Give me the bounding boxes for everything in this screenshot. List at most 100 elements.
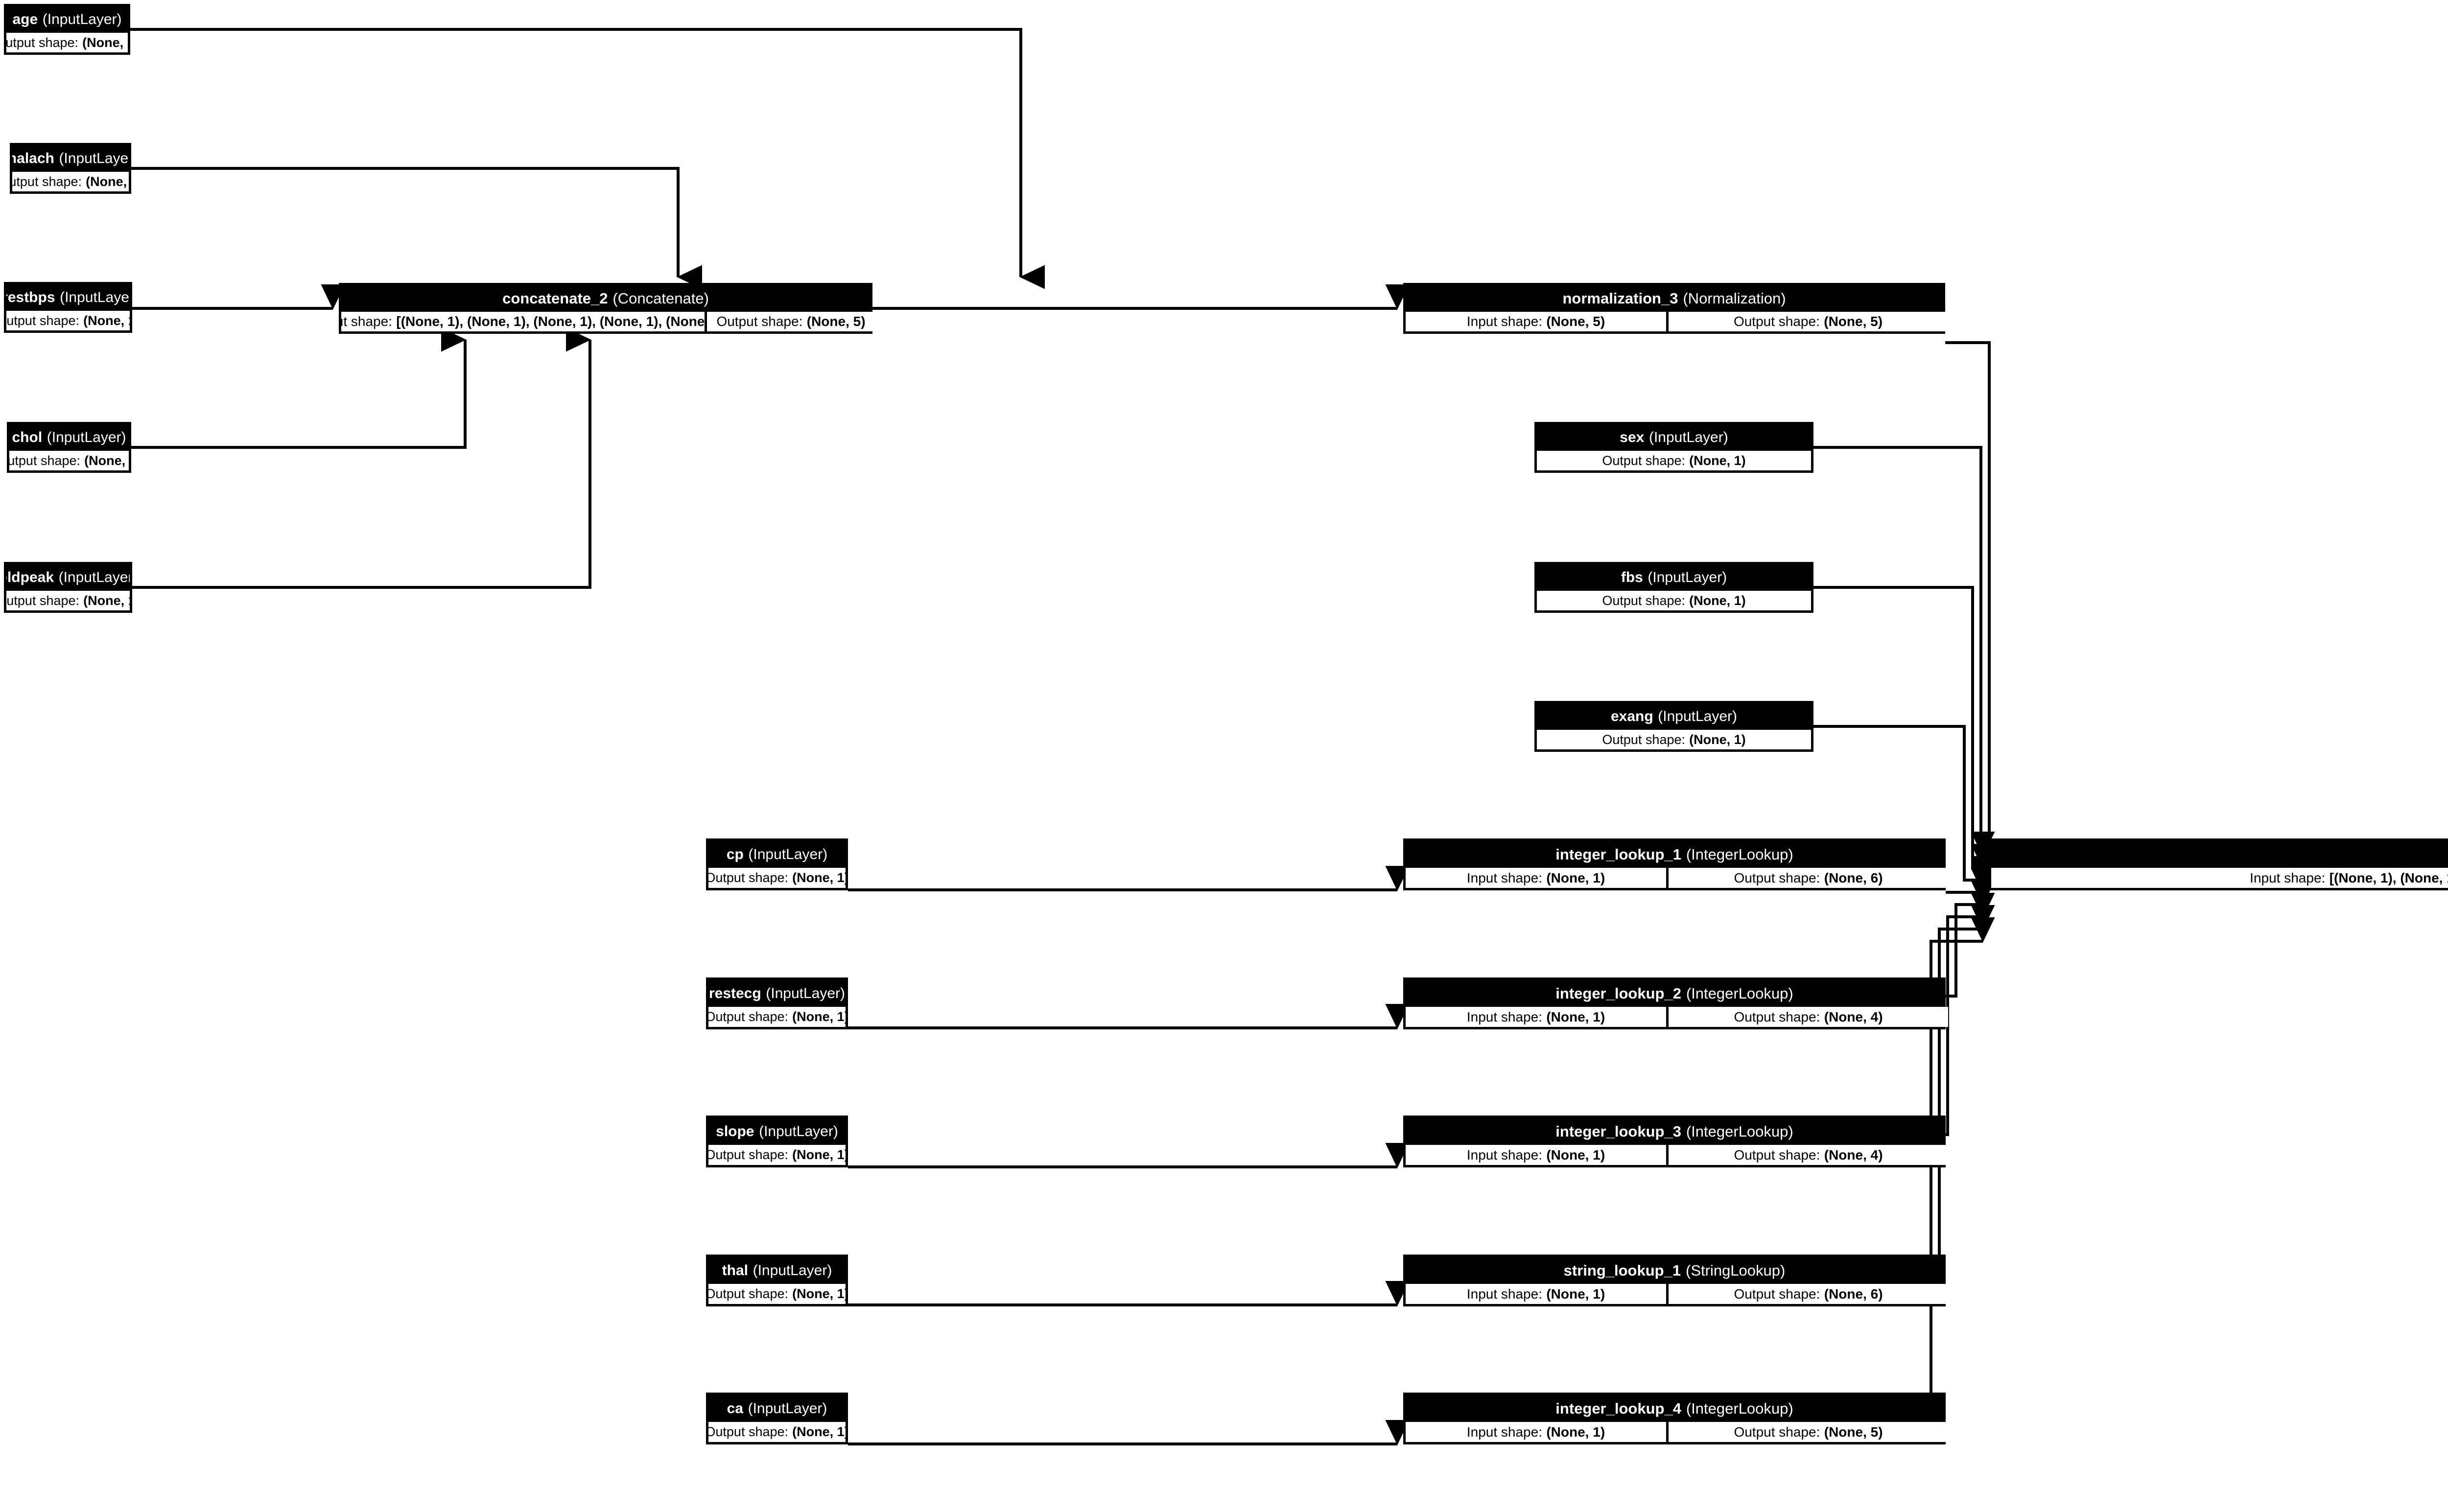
shape-label: Output shape: — [708, 1147, 789, 1162]
shape-label: Output shape: — [6, 313, 80, 328]
node-integer_lookup_2[interactable]: integer_lookup_2(IntegerLookup)Input sha… — [1403, 977, 1948, 1029]
layer-type-integer_lookup_4: (IntegerLookup) — [1686, 1399, 1793, 1417]
shape-value: (None, 1) — [792, 1286, 846, 1301]
layer-name-cp: cp — [726, 846, 744, 862]
node-header-chol: chol(InputLayer) — [9, 424, 129, 451]
node-body-concatenate_2: Input shape:[(None, 1), (None, 1), (None… — [341, 312, 875, 331]
node-normalization_3[interactable]: normalization_3 (Normalization) Input shap… — [1403, 283, 1948, 334]
shape-cell-integer_lookup_4-0: Input shape:(None, 1) — [1406, 1422, 1666, 1442]
node-header-thal: thal(InputLayer) — [708, 1257, 846, 1284]
shape-label: Output shape: — [708, 1424, 789, 1439]
node-exang[interactable]: exang(InputLayer)Output shape:(None, 1) — [1534, 701, 1813, 752]
shape-label: Input shape: — [1466, 1424, 1542, 1440]
shape-label: Output shape: — [1734, 1424, 1820, 1440]
node-header-string_lookup_1: string_lookup_1(StringLookup) — [1406, 1257, 1943, 1284]
shape-label: Input shape: — [2250, 870, 2326, 885]
node-header-concatenate_3: concatenate_3(Concatenate) — [1991, 841, 2448, 868]
shape-cell-thalach-0: Output shape:(None, 1) — [12, 172, 129, 191]
layer-name-ca: ca — [727, 1400, 744, 1417]
layer-type-oldpeak: (InputLayer) — [58, 569, 130, 585]
node-trestbps[interactable]: trestbps(InputLayer)Output shape:(None, … — [4, 282, 132, 333]
node-chol[interactable]: chol(InputLayer)Output shape:(None, 1) — [7, 422, 131, 473]
layer-name-slope: slope — [716, 1123, 754, 1140]
shape-cell-integer_lookup_3-1: Output shape:(None, 4) — [1666, 1145, 1948, 1165]
shape-label: Output shape: — [6, 35, 79, 50]
node-thal[interactable]: thal(InputLayer) Output shape:(None, 1) — [706, 1255, 848, 1306]
shape-cell-age-0: Output shape:(None, 1) — [6, 33, 128, 52]
shape-label: Input shape: — [1466, 1009, 1542, 1024]
node-concatenate_2[interactable]: concatenate_2(Concatenate)Input shape:[(… — [339, 283, 875, 334]
layer-name-restecg: restecg — [708, 985, 761, 1001]
node-body-string_lookup_1: Input shape:(None, 1)Output shape:(None,… — [1406, 1284, 1948, 1304]
shape-value: (None, 1) — [1546, 870, 1605, 885]
node-header-concatenate_2: concatenate_2(Concatenate) — [341, 285, 870, 312]
node-header-integer_lookup_2: integer_lookup_2(IntegerLookup) — [1406, 980, 1943, 1007]
layer-name-thal: thal — [722, 1262, 748, 1279]
shape-label: Output shape: — [9, 453, 81, 468]
node-header-ca: ca(InputLayer) — [708, 1395, 846, 1422]
layer-type-integer_lookup_3: (IntegerLookup) — [1686, 1122, 1793, 1140]
shape-value: (None, 1) — [1546, 1147, 1605, 1163]
node-ca[interactable]: ca(InputLayer)Output shape:(None, 1) — [706, 1393, 848, 1444]
layer-name-concatenate_2: concatenate_2 — [502, 290, 608, 307]
shape-value: (None, 1) — [1689, 593, 1746, 608]
node-body-fbs: Output shape:(None, 1) — [1537, 591, 1811, 610]
node-slope[interactable]: slope(InputLayer)Output shape:(None, 1) — [706, 1116, 848, 1167]
shape-label: Output shape: — [708, 1009, 789, 1024]
shape-cell-integer_lookup_4-1: Output shape:(None, 5) — [1666, 1422, 1948, 1442]
shape-label: Output shape: — [6, 593, 80, 608]
layer-name-integer_lookup_1: integer_lookup_1 — [1555, 845, 1681, 863]
shape-label: Output shape: — [1602, 453, 1685, 468]
shape-cell-string_lookup_1-1: Output shape:(None, 6) — [1666, 1284, 1948, 1304]
node-concatenate_3[interactable]: concatenate_3(Concatenate)Input shape:[(… — [1989, 838, 2448, 890]
layer-type-thalach: (InputLayer) — [59, 150, 129, 166]
layer-name-normalization_3: normalization_3 — [1562, 290, 1678, 307]
shape-label: Input shape: — [1466, 1147, 1542, 1163]
shape-value: (None, 1) — [86, 174, 129, 189]
shape-cell-concatenate_2-1: Output shape:(None, 5) — [705, 312, 875, 331]
shape-value: [(None, 1), (None, 1), (None, 1), (None,… — [396, 314, 705, 329]
node-integer_lookup_3[interactable]: integer_lookup_3(IntegerLookup)Input sha… — [1403, 1116, 1948, 1167]
shape-value: (None, 1) — [83, 593, 130, 608]
layer-type-normalization_3: (Normalization) — [1683, 290, 1786, 307]
node-restecg[interactable]: restecg(InputLayer)Output shape:(None, 1… — [706, 977, 848, 1029]
shape-value: (None, 1) — [792, 1147, 846, 1162]
layer-type-integer_lookup_2: (IntegerLookup) — [1686, 984, 1793, 1002]
shape-value: (None, 1) — [792, 870, 846, 885]
node-body-integer_lookup_4: Input shape:(None, 1)Output shape:(None,… — [1406, 1422, 1948, 1442]
shape-label: Output shape: — [708, 1286, 789, 1301]
node-body-integer_lookup_2: Input shape:(None, 1)Output shape:(None,… — [1406, 1007, 1948, 1027]
layer-name-age: age — [12, 11, 38, 27]
node-thalach[interactable]: thalach (InputLayer) Output shape:(None, 1… — [10, 143, 131, 194]
node-body-oldpeak: Output shape:(None, 1) — [6, 591, 130, 610]
shape-value: (None, 6) — [1824, 870, 1883, 885]
node-body-thalach: Output shape:(None, 1) — [12, 172, 129, 191]
shape-cell-concatenate_3-0: Input shape:[(None, 1), (None, 1), (None… — [1991, 868, 2448, 888]
shape-label: Input shape: — [1466, 314, 1542, 329]
layer-type-ca: (InputLayer) — [748, 1400, 827, 1417]
node-body-normalization_3: Input shape:(None, 5)Output shape:(None,… — [1406, 312, 1948, 331]
layer-type-trestbps: (InputLayer) — [60, 289, 130, 305]
node-cp[interactable]: cp(InputLayer)Output shape:(None, 1) — [706, 838, 848, 890]
node-sex[interactable]: sex(InputLayer)Output shape:(None, 1) — [1534, 422, 1813, 473]
shape-label: Output shape: — [1733, 314, 1820, 329]
shape-cell-integer_lookup_3-0: Input shape:(None, 1) — [1406, 1145, 1666, 1165]
layer-type-cp: (InputLayer) — [748, 846, 828, 862]
layer-name-thalach: thalach — [12, 150, 54, 166]
node-fbs[interactable]: fbs(InputLayer)Output shape:(None, 1) — [1534, 562, 1813, 613]
shape-label: Output shape: — [1734, 1009, 1820, 1024]
node-oldpeak[interactable]: oldpeak(InputLayer)Output shape:(None, 1… — [4, 562, 132, 613]
node-body-concatenate_3: Input shape:[(None, 1), (None, 1), (None… — [1991, 868, 2448, 888]
shape-value: (None, 1) — [792, 1009, 846, 1024]
shape-cell-slope-0: Output shape:(None, 1) — [708, 1145, 846, 1165]
layer-type-integer_lookup_1: (IntegerLookup) — [1686, 845, 1793, 863]
shape-value: (None, 4) — [1824, 1147, 1883, 1163]
layer-type-age: (InputLayer) — [42, 11, 122, 27]
node-header-oldpeak: oldpeak(InputLayer) — [6, 564, 130, 591]
node-integer_lookup_4[interactable]: integer_lookup_4(IntegerLookup)Input sha… — [1403, 1393, 1948, 1444]
layer-type-sex: (InputLayer) — [1648, 429, 1728, 445]
node-string_lookup_1[interactable]: string_lookup_1(StringLookup)Input shape… — [1403, 1255, 1948, 1306]
node-integer_lookup_1[interactable]: integer_lookup_1(IntegerLookup)Input sha… — [1403, 838, 1948, 890]
node-age[interactable]: age(InputLayer) Output shape:(None, 1) — [4, 4, 130, 55]
